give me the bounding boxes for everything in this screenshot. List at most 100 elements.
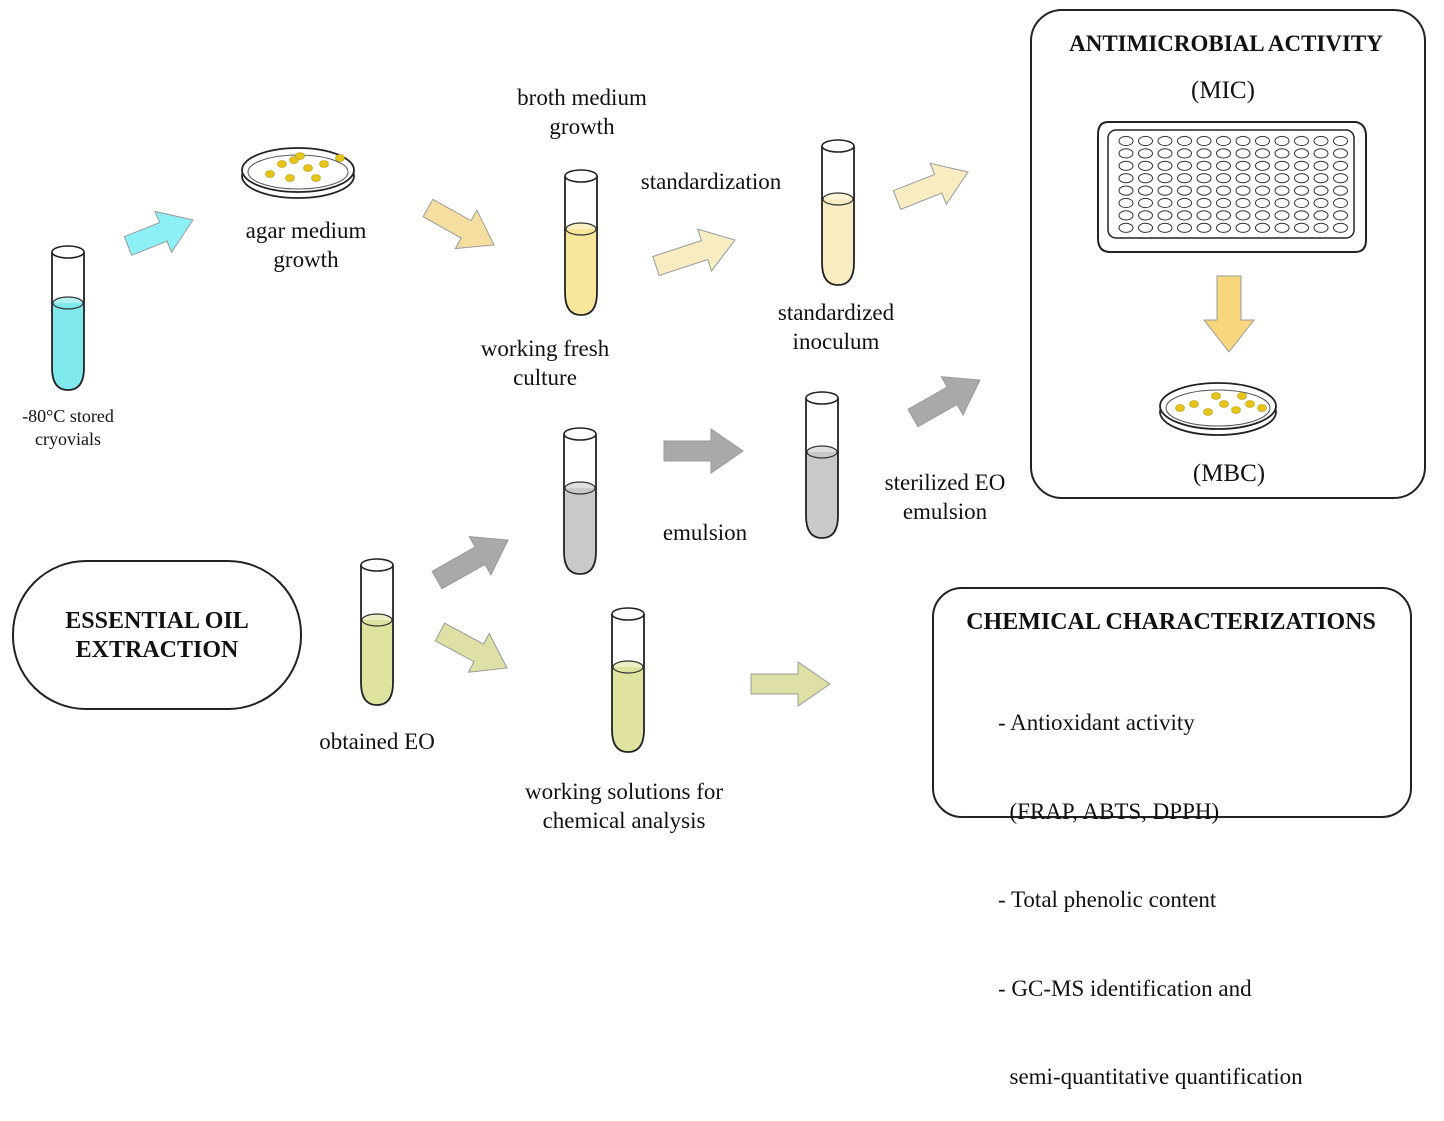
well [1255,148,1270,159]
label-standardized-inoculum: standardized inoculum [778,298,894,356]
well [1196,160,1212,171]
well [1196,185,1212,196]
well [1157,210,1173,221]
well [1118,148,1134,159]
arrow-icon-eo-to-solutions [434,622,508,673]
colony-dot [277,160,287,168]
label-standardized-line1: standardized [777,300,895,325]
well [1157,135,1173,147]
arrow-icon-sterilized-to-mic [907,376,981,428]
label-standardization-text: standardization [640,169,782,194]
well [1196,173,1212,184]
chemical-item: - Antioxidant activity [998,710,1195,735]
chemical-items-list: - Antioxidant activity (FRAP, ABTS, DPPH… [998,649,1303,1121]
label-sterilized-line1: sterilized EO [884,470,1006,495]
well [1313,222,1329,233]
well [1157,222,1173,233]
label-standardization: standardization [641,167,782,196]
label-obtained-eo: obtained EO [319,727,435,756]
chemical-characterizations-box [932,587,1412,818]
colony-dot [319,160,329,168]
well [1138,160,1153,171]
well [1177,160,1192,171]
chemical-item: semi-quantitative quantification [998,1064,1303,1089]
well [1313,210,1329,221]
label-emulsion: emulsion [663,518,747,547]
arrow-icon-to-mic [892,162,969,210]
label-sterilized-line2: emulsion [902,499,988,524]
well [1138,197,1153,209]
well [1294,185,1309,196]
well [1157,197,1173,209]
well [1235,148,1251,159]
well [1177,185,1192,196]
well [1255,222,1270,233]
well [1216,185,1231,196]
well [1216,160,1231,171]
well [1118,173,1134,184]
colony-dot [1231,406,1241,414]
well [1333,160,1348,171]
colony-dot [1211,392,1221,400]
test-tube-icon-working-solutions [611,607,645,753]
label-broth-line2: growth [549,114,615,139]
label-agar-medium: agar medium growth [246,216,367,274]
chemical-item: - GC-MS identification and [998,975,1252,1001]
well [1196,148,1212,159]
well [1177,173,1192,184]
well [1255,135,1270,147]
colony-dot [1189,400,1199,408]
well [1216,173,1231,184]
chemical-title: CHEMICAL CHARACTERIZATIONS [966,609,1376,635]
colony-dot [1245,400,1255,408]
essential-oil-extraction-title: ESSENTIAL OIL EXTRACTION [65,607,248,665]
well [1235,210,1251,221]
chemical-item: - Total phenolic content [998,887,1217,912]
well [1177,148,1192,159]
well [1313,197,1329,209]
well [1177,135,1192,147]
well [1196,197,1212,209]
well [1235,135,1251,147]
well [1138,210,1153,221]
well [1216,222,1231,233]
well [1235,185,1251,196]
label-broth-medium: broth medium growth [517,83,647,141]
colony-dot [1175,404,1185,412]
well [1294,135,1309,147]
arrow-icon-emulsion [663,428,744,474]
label-agar-line2: growth [273,247,339,272]
well [1274,148,1290,159]
antimicrobial-title: ANTIMICROBIAL ACTIVITY [1069,31,1383,56]
colony-dot [335,154,345,162]
well [1333,210,1348,221]
well [1157,185,1173,196]
well [1313,148,1329,159]
well [1255,185,1270,196]
arrow-icon-mic-to-mbc [1202,275,1256,353]
arrow-icon-to-agar [123,210,194,256]
mbc-label: (MBC) [1192,460,1266,487]
colony-dot [265,170,275,178]
well [1294,197,1309,209]
arrow-icon-eo-to-emulsion [431,535,509,590]
extraction-line2: EXTRACTION [75,637,239,663]
test-tube-icon-standardized [821,139,855,286]
well [1333,148,1348,159]
well [1118,210,1134,221]
well [1274,185,1290,196]
test-tube-icon-cryovial [51,245,85,391]
test-tube-icon-working-culture [564,169,598,316]
well [1274,197,1290,209]
label-working-solutions-line1: working solutions for [524,779,724,804]
well [1118,160,1134,171]
well [1138,185,1153,196]
well [1255,210,1270,221]
well [1235,197,1251,209]
well [1274,210,1290,221]
well [1118,185,1134,196]
colony-dot [285,174,295,182]
well [1196,210,1212,221]
label-cryovials-line2: cryovials [35,429,101,449]
colony-dot [303,164,313,172]
